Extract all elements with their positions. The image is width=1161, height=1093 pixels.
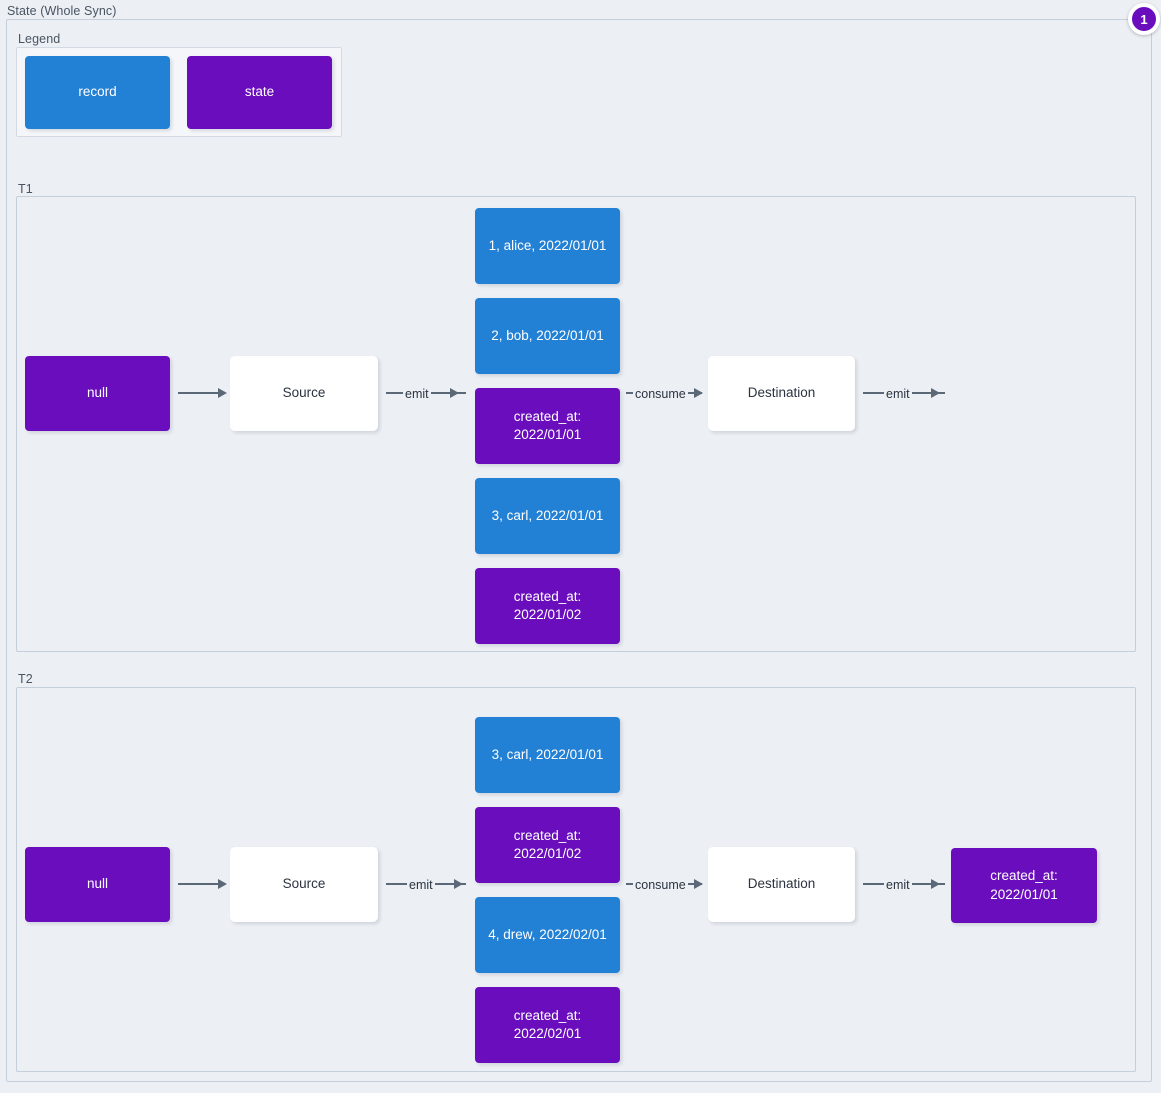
t1-edge-state-to-source (178, 392, 222, 394)
t2-edge-label-destination-emit: emit (884, 878, 912, 893)
t2-edge-label-consume: consume (633, 878, 688, 893)
legend-swatch-record: record (25, 56, 170, 129)
t2-stream-record-2[interactable]: 4, drew, 2022/02/01 (475, 897, 620, 973)
t1-destination-node[interactable]: Destination (708, 356, 855, 431)
t2-source-node[interactable]: Source (230, 847, 378, 922)
t1-stream-record-2[interactable]: 2, bob, 2022/01/01 (475, 298, 620, 374)
t2-edge-label-source-emit: emit (407, 878, 435, 893)
t2-arrowhead-destination-emit (931, 879, 940, 889)
t1-edge-label-destination-emit: emit (884, 387, 912, 402)
t2-stream-record-1[interactable]: 3, carl, 2022/01/01 (475, 717, 620, 793)
group-label-t2: T2 (18, 672, 33, 686)
t1-initial-state-node[interactable]: null (25, 356, 170, 431)
t2-stream-state-2[interactable]: created_at: 2022/02/01 (475, 987, 620, 1063)
t1-stream-state-2[interactable]: created_at: 2022/01/02 (475, 568, 620, 644)
t1-arrowhead-consume (694, 388, 703, 398)
t2-arrowhead-state-to-source (218, 879, 227, 889)
t1-arrowhead-source-emit (450, 388, 459, 398)
step-badge[interactable]: 1 (1128, 3, 1160, 35)
t2-final-state-node[interactable]: created_at: 2022/01/01 (951, 848, 1097, 923)
t1-arrowhead-state-to-source (218, 388, 227, 398)
t1-stream-state-1[interactable]: created_at: 2022/01/01 (475, 388, 620, 464)
t2-destination-node[interactable]: Destination (708, 847, 855, 922)
group-label-t1: T1 (18, 182, 33, 196)
t1-edge-label-source-emit: emit (403, 387, 431, 402)
t2-stream-state-1[interactable]: created_at: 2022/01/02 (475, 807, 620, 883)
t2-arrowhead-source-emit (454, 879, 463, 889)
t2-arrowhead-consume (694, 879, 703, 889)
t2-edge-state-to-source (178, 883, 222, 885)
t1-source-node[interactable]: Source (230, 356, 378, 431)
t1-edge-label-consume: consume (633, 387, 688, 402)
t1-stream-record-3[interactable]: 3, carl, 2022/01/01 (475, 478, 620, 554)
t1-arrowhead-destination-emit (931, 388, 940, 398)
legend-swatch-state: state (187, 56, 332, 129)
t2-initial-state-node[interactable]: null (25, 847, 170, 922)
t1-stream-record-1[interactable]: 1, alice, 2022/01/01 (475, 208, 620, 284)
legend-label: Legend (18, 32, 61, 46)
diagram-title: State (Whole Sync) (7, 4, 117, 18)
